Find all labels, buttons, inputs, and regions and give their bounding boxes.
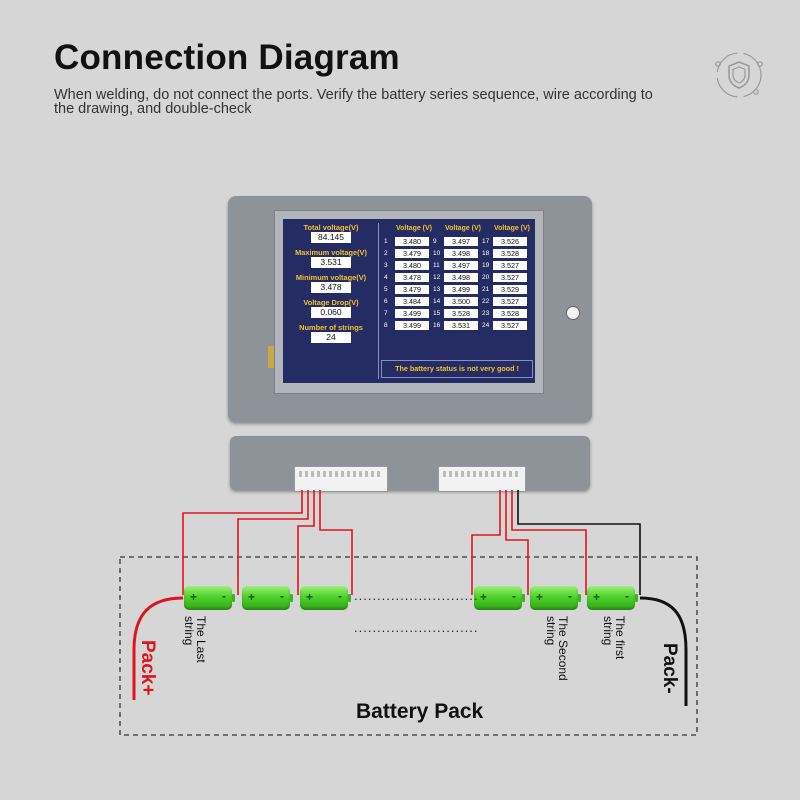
cell-voltage-value: 3.480 [395,237,429,246]
pack-minus-label: Pack- [659,643,680,694]
cell-voltage-value: 3.528 [493,249,527,258]
shield-icon [715,52,763,98]
cell-voltage-value: 3.527 [493,261,527,270]
cell-voltage-value: 3.531 [444,321,478,330]
first-string-label: The first string [601,616,627,660]
cell-voltage-value: 3.479 [395,249,429,258]
device-tab [268,346,274,368]
port-left [294,466,388,492]
cell-index: 17 [482,238,490,245]
cell-voltage-value: 3.478 [395,273,429,282]
column-header: Voltage (V) [395,225,433,232]
battery-cell: +- [242,586,293,610]
positive-wires [182,490,587,595]
cell-index: 10 [433,250,441,257]
cell-voltage-value: 3.497 [444,261,478,270]
cell-index: 22 [482,298,490,305]
battery-pack-label: Battery Pack [356,700,484,723]
battery-cell: +- [587,586,638,610]
cell-index: 8 [384,322,388,329]
strings-label: Number of strings [299,323,363,332]
cell-voltage-value: 3.526 [493,237,527,246]
cell-index: 24 [482,322,490,329]
cell-index: 13 [433,286,441,293]
cell-voltage-value: 3.527 [493,273,527,282]
cell-index: 23 [482,310,490,317]
last-string-label: The Last string [182,616,208,663]
cell-voltage-value: 3.479 [395,285,429,294]
column-header: Voltage (V) [444,225,482,232]
knob-button[interactable] [566,306,580,320]
cell-voltage-value: 3.498 [444,249,478,258]
screen-divider [378,223,379,379]
connector-base [230,436,590,492]
cell-index: 16 [433,322,441,329]
cell-voltage-value: 3.527 [493,297,527,306]
cell-index: 18 [482,250,490,257]
cell-voltage-value: 3.498 [444,273,478,282]
negative-sense-wire [517,490,641,595]
min-voltage-value: 3.478 [311,282,351,293]
cell-index: 11 [433,262,440,269]
cell-index: 15 [433,310,441,317]
battery-cell: +- [474,586,525,610]
cell-voltage-value: 3.480 [395,261,429,270]
cell-voltage-value: 3.500 [444,297,478,306]
port-right [438,466,526,492]
second-string-label: The Second string [544,616,570,681]
page-subtitle: When welding, do not connect the ports. … [54,87,653,117]
cell-index: 7 [384,310,388,317]
screen-bezel: Total voltage(V) 84.145 Maximum voltage(… [274,210,544,394]
cell-index: 1 [384,238,388,245]
battery-cell: +- [530,586,581,610]
lcd-screen: Total voltage(V) 84.145 Maximum voltage(… [283,219,535,383]
min-voltage-label: Minimum voltage(V) [295,273,367,282]
cell-voltage-value: 3.499 [444,285,478,294]
pack-plus-label: Pack+ [137,640,158,696]
monitor-device: Total voltage(V) 84.145 Maximum voltage(… [228,196,592,422]
cell-index: 3 [384,262,388,269]
cell-index: 14 [433,298,441,305]
cell-index: 12 [433,274,441,281]
battery-cell: +- [184,586,235,610]
strings-value: 24 [311,332,351,343]
total-voltage-label: Total voltage(V) [303,223,359,232]
summary-panel: Total voltage(V) 84.145 Maximum voltage(… [289,223,373,348]
battery-cell: +- [300,586,351,610]
page-title: Connection Diagram [54,38,400,77]
pack-minus-cable [639,596,688,706]
voltage-drop-value: 0.060 [311,307,351,318]
cell-index: 19 [482,262,490,269]
cell-index: 2 [384,250,388,257]
cell-index: 6 [384,298,388,305]
cell-index: 4 [384,274,388,281]
cell-index: 20 [482,274,490,281]
cell-index: 5 [384,286,388,293]
cell-voltage-value: 3.528 [493,309,527,318]
cell-voltage-value: 3.529 [493,285,527,294]
battery-pack-outline [119,556,698,736]
status-message: The battery status is not very good ! [381,360,533,378]
pack-plus-cable [132,596,184,700]
cell-index: 21 [482,286,490,293]
cell-voltage-value: 3.484 [395,297,429,306]
column-header: Voltage (V) [493,225,531,232]
cell-voltage-value: 3.499 [395,321,429,330]
cell-index: 9 [433,238,437,245]
voltage-drop-label: Voltage Drop(V) [303,298,359,307]
total-voltage-value: 84.145 [311,232,351,243]
max-voltage-label: Maximum voltage(V) [295,248,367,257]
cell-voltage-value: 3.497 [444,237,478,246]
max-voltage-value: 3.531 [311,257,351,268]
cell-voltage-value: 3.528 [444,309,478,318]
ellipsis-bottom: ........................... [354,620,479,635]
ellipsis-top: ........................... [354,588,479,603]
cell-voltage-value: 3.499 [395,309,429,318]
cell-voltage-value: 3.527 [493,321,527,330]
